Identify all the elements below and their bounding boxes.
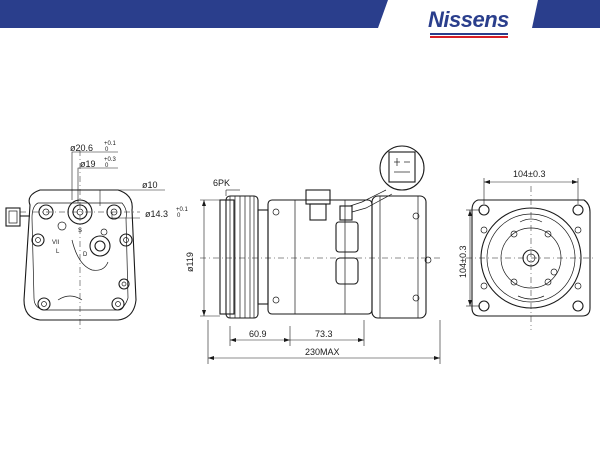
rear-width-dim: 104±0.3 [513,169,545,179]
total-length-dim: 230MAX [305,347,340,357]
brand-logo: Nissens [428,7,510,38]
rear-view [466,178,596,330]
port-outer-tol: +0.1 [104,141,117,147]
side-view [200,145,441,364]
belt-label: 6PK [213,178,230,188]
front-length-dim: 60.9 [249,329,267,339]
front-view: S D VII L [5,150,165,330]
header-banner [0,0,600,28]
port-outer-tol-low: 0 [105,147,109,153]
housing-mark-l: L [56,249,60,255]
port-inner-dim: ø19 [80,159,96,169]
hole-dim: ø10 [142,180,158,190]
port-inner-tol-low: 0 [105,163,109,169]
port-outer-dim: ø20.6 [70,143,93,153]
electrical-connector-icon [388,151,416,183]
port-inner-tol: +0.3 [104,157,117,163]
mount-tol: +0.1 [176,207,189,213]
suction-mark: S [78,228,82,234]
mount-tol-low: 0 [177,213,181,219]
housing-mark-vii: VII [52,240,60,246]
pulley-diameter-dim: ø119 [185,252,195,272]
front-view-labels: ø20.6 +0.1 0 ø19 +0.3 0 ø10 ø14.3 +0.1 0 [70,141,189,219]
mount-dim: ø14.3 [145,209,168,219]
mid-length-dim: 73.3 [315,329,333,339]
rear-height-dim: 104±0.3 [458,246,468,278]
discharge-mark: D [83,252,88,258]
rear-view-labels: 104±0.3 104±0.3 [458,169,545,278]
brand-name: Nissens [428,7,509,32]
side-view-labels: 6PK ø119 60.9 73.3 230MAX [185,178,340,357]
